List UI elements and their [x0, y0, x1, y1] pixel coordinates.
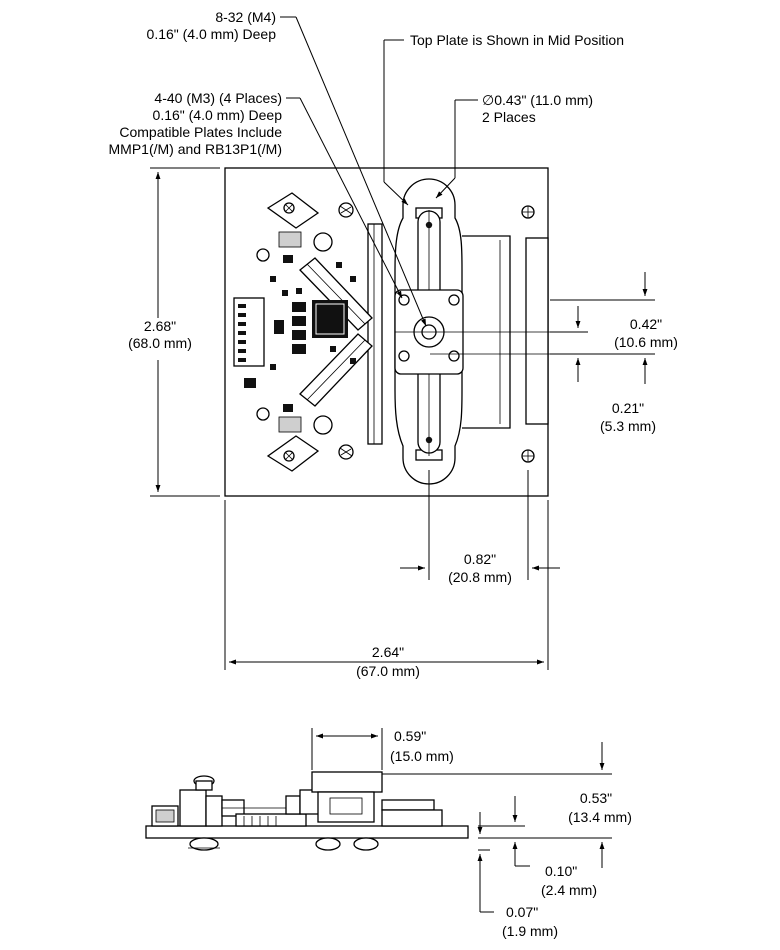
plate-thickness-mm: (2.4 mm) [541, 882, 597, 898]
top-plate-note: Top Plate is Shown in Mid Position [410, 32, 624, 48]
total-height-in: 0.53" [580, 790, 612, 806]
tap-440-line-2: 0.16" (4.0 mm) Deep [153, 107, 283, 123]
actuator-top [266, 192, 373, 331]
plate-thickness-in: 0.10" [545, 863, 577, 879]
hole-diameter-line-1: ∅0.43" (11.0 mm) [482, 92, 593, 108]
side-view-dimensions [311, 728, 612, 913]
total-height-mm: (13.4 mm) [568, 809, 632, 825]
tap-440-line-4: MMP1(/M) and RB13P1(/M) [109, 141, 282, 157]
electronics [233, 255, 356, 412]
slot-offset-in: 0.82" [464, 551, 496, 567]
base-plate [145, 825, 469, 839]
top-view-dimensions [150, 16, 655, 670]
top-view: 8-32 (M4) 0.16" (4.0 mm) Deep 4-40 (M3) … [109, 9, 678, 679]
slot-offset-mm: (20.8 mm) [448, 569, 512, 585]
vert-b-mm: (5.3 mm) [600, 418, 656, 434]
tap-832-line-2: 0.16" (4.0 mm) Deep [147, 26, 277, 42]
foot-mid [315, 837, 341, 851]
top-width-mm: (15.0 mm) [390, 748, 454, 764]
foot-left [189, 837, 219, 851]
width-dim-in: 2.64" [372, 644, 404, 660]
hole-diameter-line-2: 2 Places [482, 109, 536, 125]
vert-a-mm: (10.6 mm) [614, 334, 678, 350]
height-dim-mm: (68.0 mm) [128, 335, 192, 351]
board-mounting-holes [256, 202, 535, 463]
foot-right [353, 837, 379, 851]
vert-b-in: 0.21" [612, 400, 644, 416]
rail-block [367, 223, 383, 445]
actuator-bottom [266, 333, 373, 472]
tap-832-line-1: 8-32 (M4) [215, 9, 276, 25]
foot-height-in: 0.07" [506, 904, 538, 920]
top-width-in: 0.59" [394, 728, 426, 744]
tap-440-line-1: 4-40 (M3) (4 Places) [154, 90, 282, 106]
top-plate [394, 178, 550, 485]
tap-440-line-3: Compatible Plates Include [119, 124, 282, 140]
width-dim-mm: (67.0 mm) [356, 663, 420, 679]
vert-a-in: 0.42" [630, 316, 662, 332]
foot-height-mm: (1.9 mm) [502, 923, 558, 939]
height-dim-in: 2.68" [144, 318, 176, 334]
side-view: 0.59" (15.0 mm) 0.53" (13.4 mm) 0.10" (2… [145, 728, 632, 939]
